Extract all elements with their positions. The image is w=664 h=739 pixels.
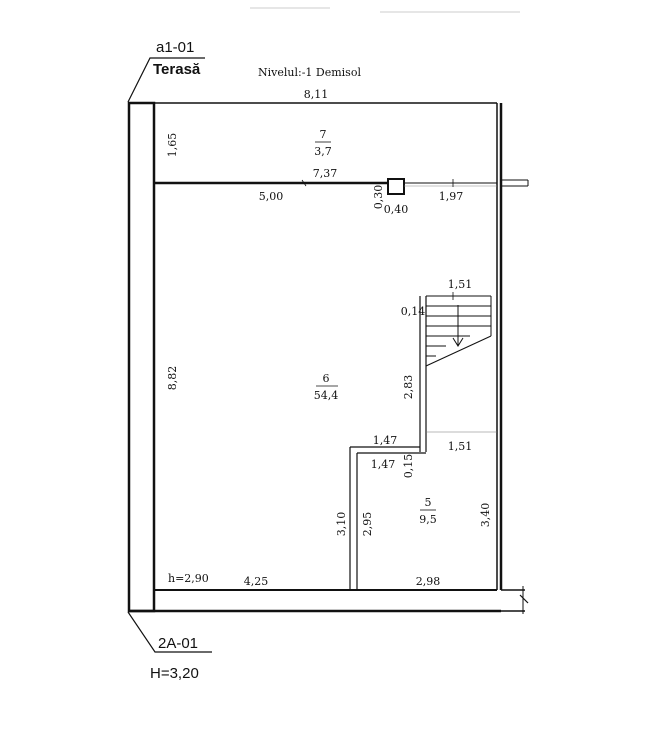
dim-step-top: 1,47	[373, 434, 398, 447]
wall-left	[127, 101, 156, 613]
dim-stair-length: 2,83	[402, 375, 415, 400]
dim-column-width: 0,40	[384, 203, 409, 216]
dim-partition-inner: 2,95	[361, 512, 374, 537]
room-6: 6 54,4	[314, 372, 339, 402]
dim-wall-length: 7,37	[313, 167, 338, 180]
room-6-number: 6	[323, 372, 330, 385]
room-5-area: 9,5	[419, 513, 437, 526]
tag-top-code: a1-01	[156, 39, 194, 56]
dim-wall-left: 5,00	[259, 190, 284, 203]
dim-stair-width: 1,51	[448, 278, 473, 291]
room-6-area: 54,4	[314, 389, 339, 402]
dim-lower-right-width: 1,51	[448, 440, 473, 453]
room-7: 7 3,7	[314, 128, 332, 158]
dim-wall-right: 1,97	[439, 190, 464, 203]
dim-top-width: 8,11	[304, 88, 329, 101]
dim-stair-offset: 0,14	[401, 305, 426, 318]
tag-bottom-subtitle: H=3,20	[150, 665, 199, 682]
dimension-labels: 8,11 1,65 7,37 5,00 0,30 0,40 1,97 1,51 …	[166, 88, 492, 588]
dim-step-bottom: 1,47	[371, 458, 396, 471]
dimension-ticks	[301, 179, 454, 300]
top-reference-tag: a1-01 Terasă	[127, 39, 205, 103]
dim-main-height: 8,82	[166, 366, 179, 391]
scan-marks	[250, 7, 520, 13]
room-5: 5 9,5	[419, 496, 437, 526]
level-title: Nivelul:-1 Demisol	[258, 66, 361, 79]
dim-ceiling-height: h=2,90	[168, 572, 209, 585]
stair	[425, 295, 492, 367]
dim-right-height: 3,40	[479, 503, 492, 528]
room-7-number: 7	[320, 128, 327, 141]
dim-upper-height: 1,65	[166, 133, 179, 158]
walls	[127, 101, 529, 614]
tag-bottom-code: 2A-01	[158, 635, 198, 652]
column	[387, 178, 405, 195]
dim-bottom-right: 2,98	[416, 575, 441, 588]
room-7-area: 3,7	[314, 145, 332, 158]
dim-column-height: 0,30	[372, 185, 385, 210]
bottom-reference-tag: 2A-01 H=3,20	[127, 611, 212, 682]
dim-step-gap: 0,15	[402, 454, 415, 479]
dim-partition-outer: 3,10	[335, 512, 348, 537]
room-5-number: 5	[425, 496, 432, 509]
dim-bottom-left: 4,25	[244, 575, 269, 588]
tag-top-subtitle: Terasă	[153, 61, 201, 78]
